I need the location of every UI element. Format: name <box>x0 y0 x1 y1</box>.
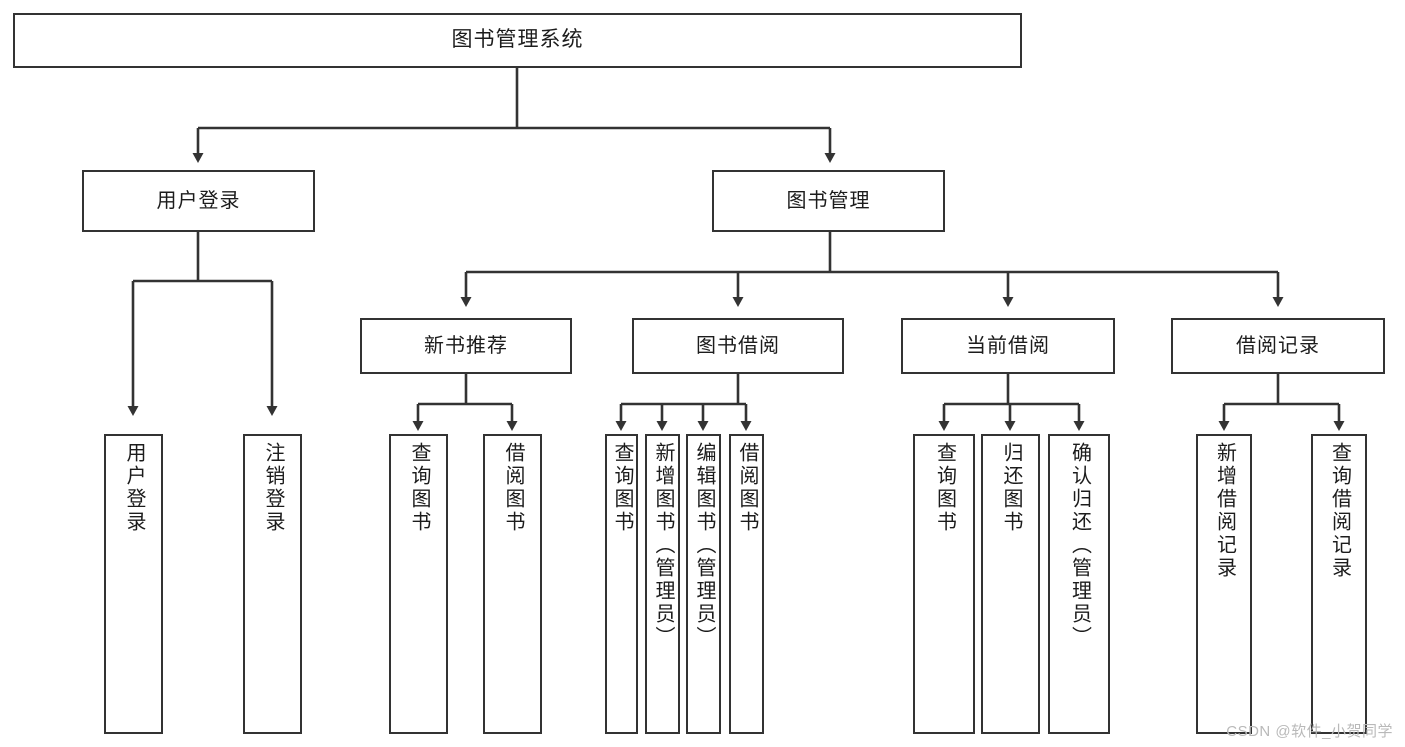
node-current-borrow-label: 当前借阅 <box>966 334 1050 357</box>
leaf-label: 新增图书（管理员） <box>652 442 674 649</box>
node-new-book-recommend[interactable]: 新书推荐 <box>360 318 572 374</box>
leaf-current-borrow-3[interactable]: 确认归还（管理员） <box>1048 434 1110 734</box>
leaf-user-login-2[interactable]: 注销登录 <box>243 434 302 734</box>
leaf-label: 用户登录 <box>123 442 145 534</box>
leaf-label: 查询图书 <box>933 442 956 534</box>
leaf-user-login-1[interactable]: 用户登录 <box>104 434 163 734</box>
leaf-label: 归还图书 <box>1000 442 1022 534</box>
csdn-watermark: CSDN @软件_小贺同学 <box>1226 723 1393 740</box>
node-root-label: 图书管理系统 <box>451 28 584 52</box>
node-new-book-recommend-label: 新书推荐 <box>424 334 508 357</box>
leaf-current-borrow-1[interactable]: 查询图书 <box>913 434 975 734</box>
node-book-management-label: 图书管理 <box>786 189 871 212</box>
leaf-label: 借阅图书 <box>736 442 758 534</box>
leaf-label: 查询图书 <box>611 442 633 534</box>
leaf-current-borrow-2[interactable]: 归还图书 <box>981 434 1040 734</box>
leaf-label: 确认归还（管理员） <box>1068 442 1091 649</box>
node-borrow-record-label: 借阅记录 <box>1236 334 1320 357</box>
node-book-borrow-label: 图书借阅 <box>696 334 780 357</box>
node-user-login[interactable]: 用户登录 <box>82 170 315 232</box>
leaf-book-borrow-2[interactable]: 新增图书（管理员） <box>645 434 680 734</box>
node-root-system[interactable]: 图书管理系统 <box>13 13 1022 68</box>
leaf-borrow-record-2[interactable]: 查询借阅记录 <box>1311 434 1367 734</box>
leaf-label: 编辑图书（管理员） <box>693 442 715 649</box>
leaf-borrow-record-1[interactable]: 新增借阅记录 <box>1196 434 1252 734</box>
leaf-new-book-1[interactable]: 查询图书 <box>389 434 448 734</box>
leaf-new-book-2[interactable]: 借阅图书 <box>483 434 542 734</box>
leaf-label: 新增借阅记录 <box>1213 442 1236 580</box>
node-borrow-record[interactable]: 借阅记录 <box>1171 318 1385 374</box>
leaf-label: 注销登录 <box>262 442 284 534</box>
leaf-label: 查询借阅记录 <box>1328 442 1351 580</box>
leaf-label: 查询图书 <box>408 442 430 534</box>
leaf-book-borrow-4[interactable]: 借阅图书 <box>729 434 764 734</box>
node-user-login-label: 用户登录 <box>156 189 241 212</box>
node-book-management[interactable]: 图书管理 <box>712 170 945 232</box>
leaf-book-borrow-1[interactable]: 查询图书 <box>605 434 638 734</box>
leaf-label: 借阅图书 <box>502 442 524 534</box>
leaf-book-borrow-3[interactable]: 编辑图书（管理员） <box>686 434 721 734</box>
node-book-borrow[interactable]: 图书借阅 <box>632 318 844 374</box>
node-current-borrow[interactable]: 当前借阅 <box>901 318 1115 374</box>
